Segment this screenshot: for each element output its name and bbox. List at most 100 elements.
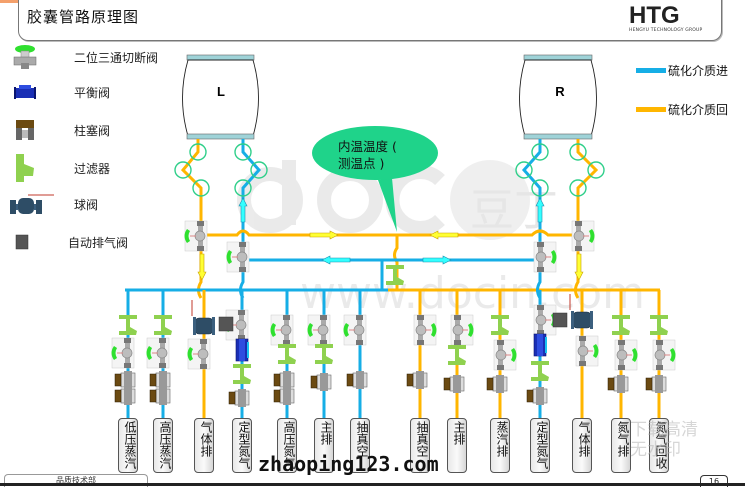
outlet-box: 氮气回收 bbox=[649, 418, 669, 473]
footer-department: 品质技术部 bbox=[4, 474, 148, 487]
outlet-label: 气体排 bbox=[199, 421, 213, 457]
outlet-box: 主排 bbox=[447, 418, 467, 473]
tank-right-label: R bbox=[555, 84, 565, 99]
outlet-label: 抽真空 bbox=[415, 421, 429, 457]
balance-valve-icon bbox=[235, 338, 250, 362]
docin-watermark: 豆丁 www.docin.com bbox=[237, 160, 645, 319]
hose-right-return bbox=[569, 139, 605, 225]
outlet-box: 主排 bbox=[314, 418, 334, 473]
filter-icon bbox=[233, 364, 251, 384]
filter-icon bbox=[119, 315, 137, 335]
filter-icon bbox=[278, 344, 296, 364]
outlet-box: 定型氮气 bbox=[530, 418, 550, 473]
plunger-valve-icon bbox=[443, 374, 465, 394]
legend-item: 过滤器 bbox=[10, 152, 110, 184]
outlet-box: 抽真空 bbox=[350, 418, 370, 473]
filter-icon bbox=[612, 315, 630, 335]
plunger-valve-icon bbox=[273, 370, 295, 390]
header-valve-right-supply bbox=[534, 242, 557, 272]
shutoff-valve-icon bbox=[615, 340, 638, 370]
balance-valve-icon bbox=[14, 85, 36, 99]
shutoff-valve-icon bbox=[111, 337, 135, 369]
outlet-box: 氮气排 bbox=[611, 418, 631, 473]
tank-right: R bbox=[519, 54, 597, 140]
outlet-label: 定型氮气 bbox=[535, 421, 549, 469]
legend-return-label: 硫化介质回 bbox=[668, 103, 729, 117]
flow-arrows bbox=[197, 197, 584, 281]
filter-icon bbox=[16, 154, 34, 182]
plunger-valve-icon bbox=[16, 120, 34, 140]
shutoff-valve-icon bbox=[414, 315, 437, 345]
callout-line-1: 内温温度 ( bbox=[338, 139, 397, 154]
header-valve-left-return bbox=[184, 220, 208, 252]
legend-label: 过滤器 bbox=[74, 161, 111, 176]
header-panel: 胶囊管路原理图 HTG HENGYU TECHNOLOGY GROUP bbox=[18, 0, 722, 41]
outlet-box: 定型氮气 bbox=[232, 418, 252, 473]
filter-icon bbox=[531, 361, 549, 381]
outlet-label: 高压氮气 bbox=[282, 421, 296, 469]
plunger-valve-icon bbox=[149, 386, 171, 406]
legend-label: 二位三通切断阀 bbox=[74, 50, 159, 65]
auto-vent-valve-icon bbox=[552, 312, 568, 328]
plunger-valve-icon bbox=[310, 372, 332, 392]
auto-vent-valve-icon bbox=[218, 316, 234, 332]
filter-icon bbox=[650, 315, 668, 335]
outlet-label: 主排 bbox=[452, 421, 466, 445]
svg-text:豆丁: 豆丁 bbox=[470, 185, 558, 236]
plunger-valve-icon bbox=[406, 370, 428, 390]
outlet-label: 蒸汽排 bbox=[495, 421, 509, 457]
supply-line-swatch bbox=[636, 68, 666, 73]
shutoff-valve-icon bbox=[576, 336, 599, 366]
header-valve-right-return bbox=[572, 221, 595, 251]
auto-vent-valve-icon bbox=[15, 234, 29, 250]
legend-item: 自动排气阀 bbox=[10, 232, 128, 252]
logo-text: HTG bbox=[629, 2, 680, 29]
plunger-valve-icon bbox=[346, 370, 368, 390]
plunger-valve-icon bbox=[114, 386, 136, 406]
svg-text:www.docin.com: www.docin.com bbox=[300, 268, 645, 319]
callout-line-2: 测温点 ) bbox=[338, 156, 384, 171]
header-valve-left-supply bbox=[226, 241, 250, 273]
page-number: 16 bbox=[700, 475, 728, 487]
plunger-valve-icon bbox=[114, 370, 136, 390]
outlet-label: 定型氮气 bbox=[237, 421, 251, 469]
legend-supply: 硫化介质进 bbox=[636, 62, 728, 79]
outlet-label: 高压蒸汽 bbox=[158, 421, 172, 469]
shutoff-valve-icon bbox=[343, 314, 367, 346]
plunger-valve-icon bbox=[645, 374, 667, 394]
return-header bbox=[197, 229, 660, 299]
logo-subtitle: HENGYU TECHNOLOGY GROUP bbox=[629, 28, 703, 33]
line-legend: 硫化介质进 硫化介质回 bbox=[636, 62, 728, 140]
legend-label: 自动排气阀 bbox=[68, 235, 129, 250]
legend-return: 硫化介质回 bbox=[636, 101, 728, 118]
legend-label: 球阀 bbox=[74, 197, 99, 212]
shutoff-valve-icon bbox=[494, 340, 517, 370]
legend-item: 平衡阀 bbox=[10, 82, 110, 102]
plunger-valve-icon bbox=[228, 388, 250, 408]
shutoff-valve-icon bbox=[187, 338, 211, 370]
shutoff-valve-icon bbox=[270, 314, 294, 346]
outlet-box: 抽真空 bbox=[410, 418, 430, 473]
page-title: 胶囊管路原理图 bbox=[27, 8, 140, 26]
outlet-box: 蒸汽排 bbox=[490, 418, 510, 473]
company-logo: HTG HENGYU TECHNOLOGY GROUP bbox=[629, 4, 713, 34]
shutoff-valve-icon bbox=[451, 315, 474, 345]
outlet-box: 低压蒸汽 bbox=[118, 418, 138, 473]
plunger-valve-icon bbox=[273, 386, 295, 406]
plunger-valve-icon bbox=[149, 370, 171, 390]
return-line-swatch bbox=[636, 107, 666, 112]
balance-valve-icon bbox=[533, 333, 548, 357]
ball-valve-icon bbox=[10, 194, 54, 214]
legend-supply-label: 硫化介质进 bbox=[668, 64, 729, 78]
corner-watermark: 下载高清无水印 bbox=[630, 420, 698, 460]
legend-label: 柱塞阀 bbox=[74, 123, 111, 138]
filter-icon bbox=[491, 315, 509, 335]
outlet-label: 氮气回收 bbox=[654, 421, 668, 469]
plunger-valve-icon bbox=[526, 386, 548, 406]
outlet-label: 氮气排 bbox=[616, 421, 630, 457]
shutoff-valve-icon bbox=[653, 340, 676, 370]
outlet-box: 高压蒸汽 bbox=[153, 418, 173, 473]
temperature-callout: 内温温度 ( 测温点 ) bbox=[312, 126, 438, 232]
footer-divider bbox=[0, 483, 745, 486]
